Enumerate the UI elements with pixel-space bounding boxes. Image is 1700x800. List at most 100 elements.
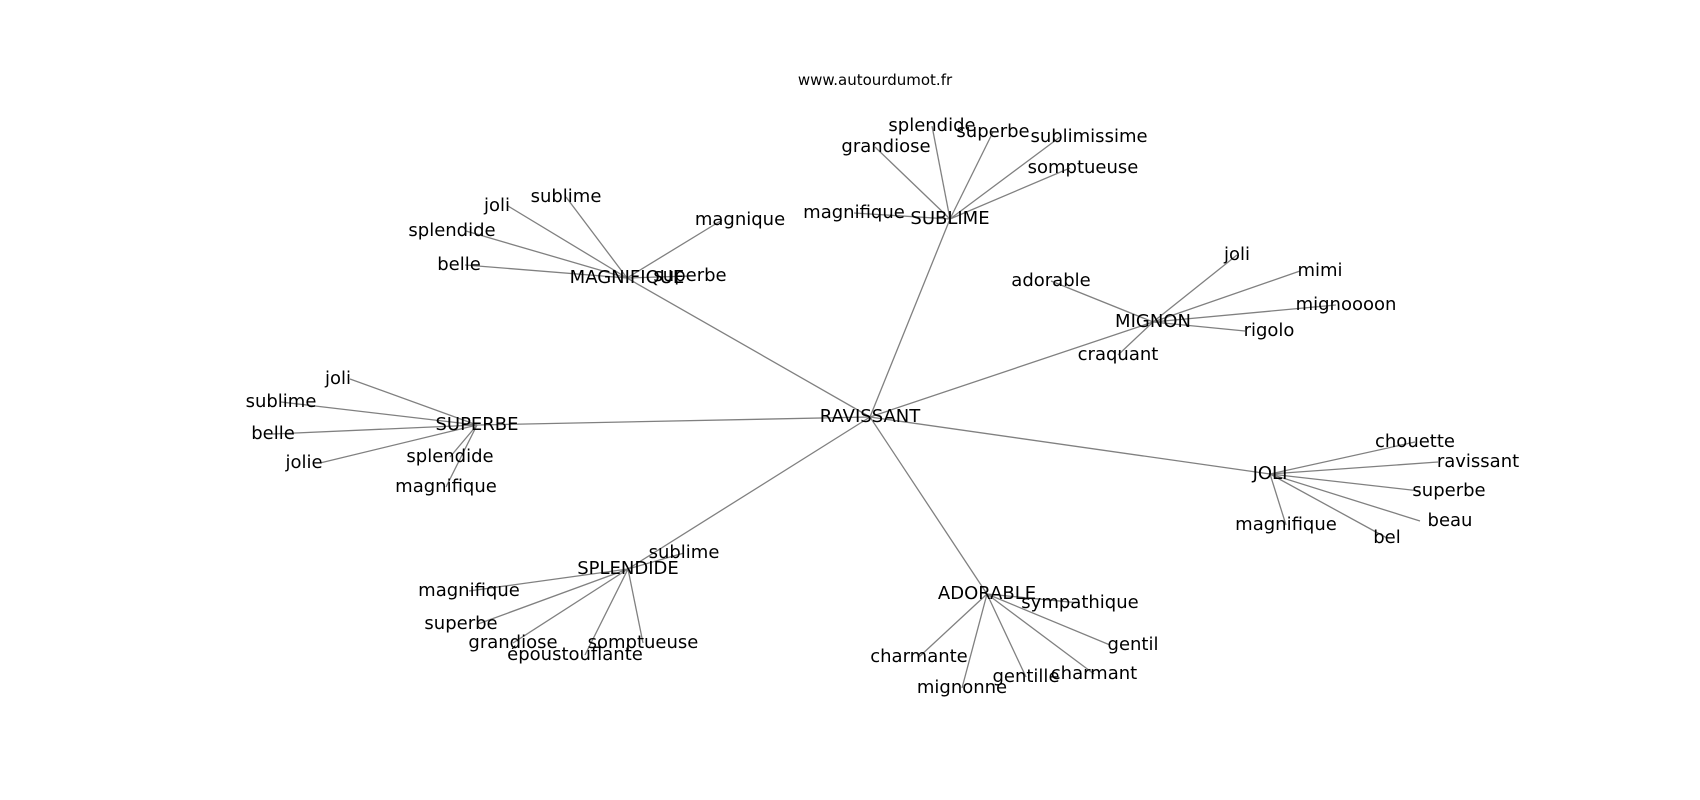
leaf-node-mignon-4[interactable]: rigolo (1244, 320, 1295, 341)
edge-root-joli (869, 416, 1271, 475)
hub-node-splendide[interactable]: SPLENDIDE (577, 558, 679, 579)
edge-splendide-leaf-0 (627, 552, 685, 570)
edge-root-adorable (869, 416, 988, 595)
edge-adorable-leaf-2 (918, 593, 988, 658)
edge-sublime-leaf-1 (931, 125, 951, 220)
leaf-node-splendide-4[interactable]: époustouflante (507, 644, 643, 665)
edge-splendide-leaf-4 (584, 568, 629, 656)
edge-joli-leaf-0 (1269, 441, 1416, 475)
edge-splendide-leaf-2 (477, 568, 629, 625)
leaf-node-joli-5[interactable]: magnifique (1235, 514, 1337, 535)
leaf-node-magnifique-1[interactable]: sublime (531, 186, 602, 207)
leaf-node-splendide-1[interactable]: magnifique (418, 580, 520, 601)
edge-magnifique-leaf-1 (565, 196, 628, 279)
edge-mignon-leaf-1 (1152, 254, 1238, 323)
leaf-node-joli-4[interactable]: bel (1373, 527, 1401, 548)
edge-adorable-leaf-1 (986, 593, 1111, 646)
edge-adorable-leaf-5 (986, 593, 1095, 675)
leaf-node-sublime-2[interactable]: superbe (956, 121, 1029, 142)
source-watermark: www.autourdumot.fr (797, 71, 953, 89)
leaf-node-mignon-2[interactable]: mimi (1297, 260, 1342, 281)
edge-magnifique-leaf-4 (626, 219, 723, 279)
leaf-node-splendide-2[interactable]: superbe (424, 613, 497, 634)
hub-node-magnifique[interactable]: MAGNIFIQUE (570, 267, 685, 288)
edge-joli-leaf-1 (1269, 461, 1439, 475)
leaf-node-mignon-5[interactable]: craquant (1078, 344, 1159, 365)
edge-joli-leaf-3 (1269, 473, 1421, 522)
edge-root-splendide (627, 416, 871, 570)
leaf-node-superbe-4[interactable]: splendide (406, 446, 493, 467)
hub-node-joli[interactable]: JOLI (1252, 463, 1288, 484)
edge-magnifique-leaf-5 (626, 275, 691, 279)
hub-node-mignon[interactable]: MIGNON (1115, 311, 1191, 332)
edge-mignon-leaf-0 (1050, 280, 1154, 323)
edge-adorable-leaf-4 (986, 593, 1027, 678)
leaf-node-magnifique-4[interactable]: magnique (695, 209, 785, 230)
edge-mignon-leaf-4 (1152, 321, 1246, 332)
leaf-node-magnifique-2[interactable]: splendide (408, 220, 495, 241)
hub-node-superbe[interactable]: SUPERBE (435, 414, 518, 435)
leaf-node-sublime-4[interactable]: somptueuse (1028, 157, 1139, 178)
leaf-node-superbe-0[interactable]: joli (324, 368, 351, 389)
root-node[interactable]: RAVISSANT (820, 406, 922, 427)
edge-superbe-leaf-4 (449, 424, 478, 458)
leaf-node-adorable-0[interactable]: sympathique (1021, 592, 1138, 613)
edge-superbe-leaf-5 (445, 424, 478, 488)
edge-joli-leaf-4 (1269, 473, 1388, 539)
edge-root-sublime (869, 218, 951, 418)
leaf-node-sublime-5[interactable]: magnifique (803, 202, 905, 223)
edge-splendide-leaf-5 (627, 568, 644, 644)
edge-root-mignon (869, 321, 1154, 418)
edge-adorable-leaf-3 (961, 593, 988, 689)
edge-joli-leaf-2 (1269, 473, 1421, 492)
edge-superbe-leaf-2 (272, 424, 478, 435)
edge-adorable-leaf-0 (986, 593, 1081, 604)
leaf-node-adorable-2[interactable]: charmante (870, 646, 968, 667)
leaf-node-superbe-1[interactable]: sublime (246, 391, 317, 412)
edge-sublime-leaf-0 (874, 146, 951, 220)
edge-root-magnifique (626, 277, 871, 418)
leaf-node-superbe-3[interactable]: jolie (284, 452, 322, 473)
leaf-node-magnifique-3[interactable]: belle (437, 254, 481, 275)
edge-root-superbe (476, 416, 871, 426)
leaf-node-joli-2[interactable]: superbe (1412, 480, 1485, 501)
leaf-node-adorable-3[interactable]: mignonne (917, 677, 1007, 698)
edge-splendide-leaf-3 (512, 568, 629, 644)
leaf-node-superbe-2[interactable]: belle (251, 423, 295, 444)
leaf-node-splendide-3[interactable]: grandiose (468, 632, 557, 653)
graph-labels: RAVISSANTSUBLIMEgrandiosesplendidesuperb… (246, 115, 1520, 698)
edge-magnifique-leaf-0 (507, 205, 628, 279)
leaf-node-adorable-4[interactable]: gentille (992, 666, 1059, 687)
edge-mignon-leaf-2 (1152, 270, 1301, 323)
leaf-node-joli-1[interactable]: ravissant (1437, 451, 1519, 472)
leaf-node-mignon-1[interactable]: joli (1223, 244, 1250, 265)
leaf-node-magnifique-5[interactable]: superbe (653, 265, 726, 286)
edge-splendide-leaf-1 (468, 568, 629, 592)
leaf-node-superbe-5[interactable]: magnifique (395, 476, 497, 497)
leaf-node-sublime-0[interactable]: grandiose (841, 136, 930, 157)
edge-sublime-leaf-4 (949, 167, 1071, 220)
edge-joli-leaf-5 (1269, 473, 1287, 526)
leaf-node-splendide-0[interactable]: sublime (649, 542, 720, 563)
edge-magnifique-leaf-3 (464, 264, 628, 279)
leaf-node-joli-3[interactable]: beau (1428, 510, 1473, 531)
edge-mignon-leaf-5 (1117, 321, 1154, 356)
edge-mignon-leaf-3 (1152, 304, 1337, 323)
leaf-node-magnifique-0[interactable]: joli (483, 195, 510, 216)
leaf-node-adorable-1[interactable]: gentil (1108, 634, 1159, 655)
leaf-node-mignon-3[interactable]: mignoooon (1296, 294, 1397, 315)
edge-superbe-leaf-3 (319, 424, 478, 464)
graph-edges (272, 125, 1439, 689)
leaf-node-sublime-3[interactable]: sublimissime (1030, 126, 1147, 147)
edge-superbe-leaf-1 (280, 401, 478, 426)
hub-node-sublime[interactable]: SUBLIME (910, 208, 989, 229)
leaf-node-splendide-5[interactable]: somptueuse (588, 632, 699, 653)
leaf-node-joli-0[interactable]: chouette (1375, 431, 1455, 452)
edge-superbe-leaf-0 (349, 378, 478, 426)
edge-magnifique-leaf-2 (465, 230, 628, 279)
hub-node-adorable[interactable]: ADORABLE (938, 583, 1036, 604)
leaf-node-mignon-0[interactable]: adorable (1011, 270, 1090, 291)
leaf-node-adorable-5[interactable]: charmant (1051, 663, 1137, 684)
leaf-node-sublime-1[interactable]: splendide (888, 115, 975, 136)
